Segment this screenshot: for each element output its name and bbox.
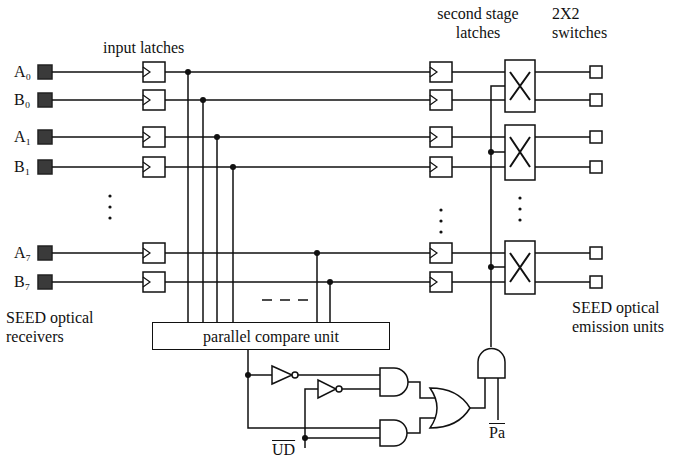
- text-label: B₀: [14, 90, 38, 109]
- compare-taps: [188, 72, 330, 322]
- text-label: A₇: [14, 243, 38, 262]
- emission-units: [590, 66, 602, 288]
- text-label: input latches: [103, 38, 213, 57]
- box-text: parallel compare unit: [203, 327, 339, 346]
- second-stage-latches: [430, 62, 452, 292]
- switch-control-line: [491, 86, 505, 347]
- control-logic: [248, 349, 505, 449]
- text-label: 2X2 switches: [552, 4, 624, 42]
- process-box: parallel compare unit: [152, 322, 390, 350]
- latch-clock-marks: [143, 67, 437, 287]
- optical-receivers: [38, 65, 52, 289]
- text-label: Pa: [489, 423, 515, 442]
- input-latches: [143, 62, 165, 292]
- text-label: SEED optical emission units: [572, 298, 688, 336]
- ellipsis-dots: [108, 194, 521, 233]
- dashed-ellipsis: [262, 299, 308, 301]
- text-label: A₀: [14, 62, 38, 81]
- junction-dots: [185, 69, 494, 441]
- text-label: A₁: [14, 127, 38, 146]
- text-label: SEED optical receivers: [6, 308, 124, 346]
- text-label: B₁: [14, 157, 38, 176]
- switch-crosses: [510, 72, 530, 282]
- second-latch-clock-marks: [430, 67, 437, 287]
- text-label: B₇: [14, 272, 38, 291]
- text-label: second stage latches: [426, 4, 530, 42]
- switch-boxes: [505, 60, 535, 294]
- text-label: UD: [272, 440, 300, 459]
